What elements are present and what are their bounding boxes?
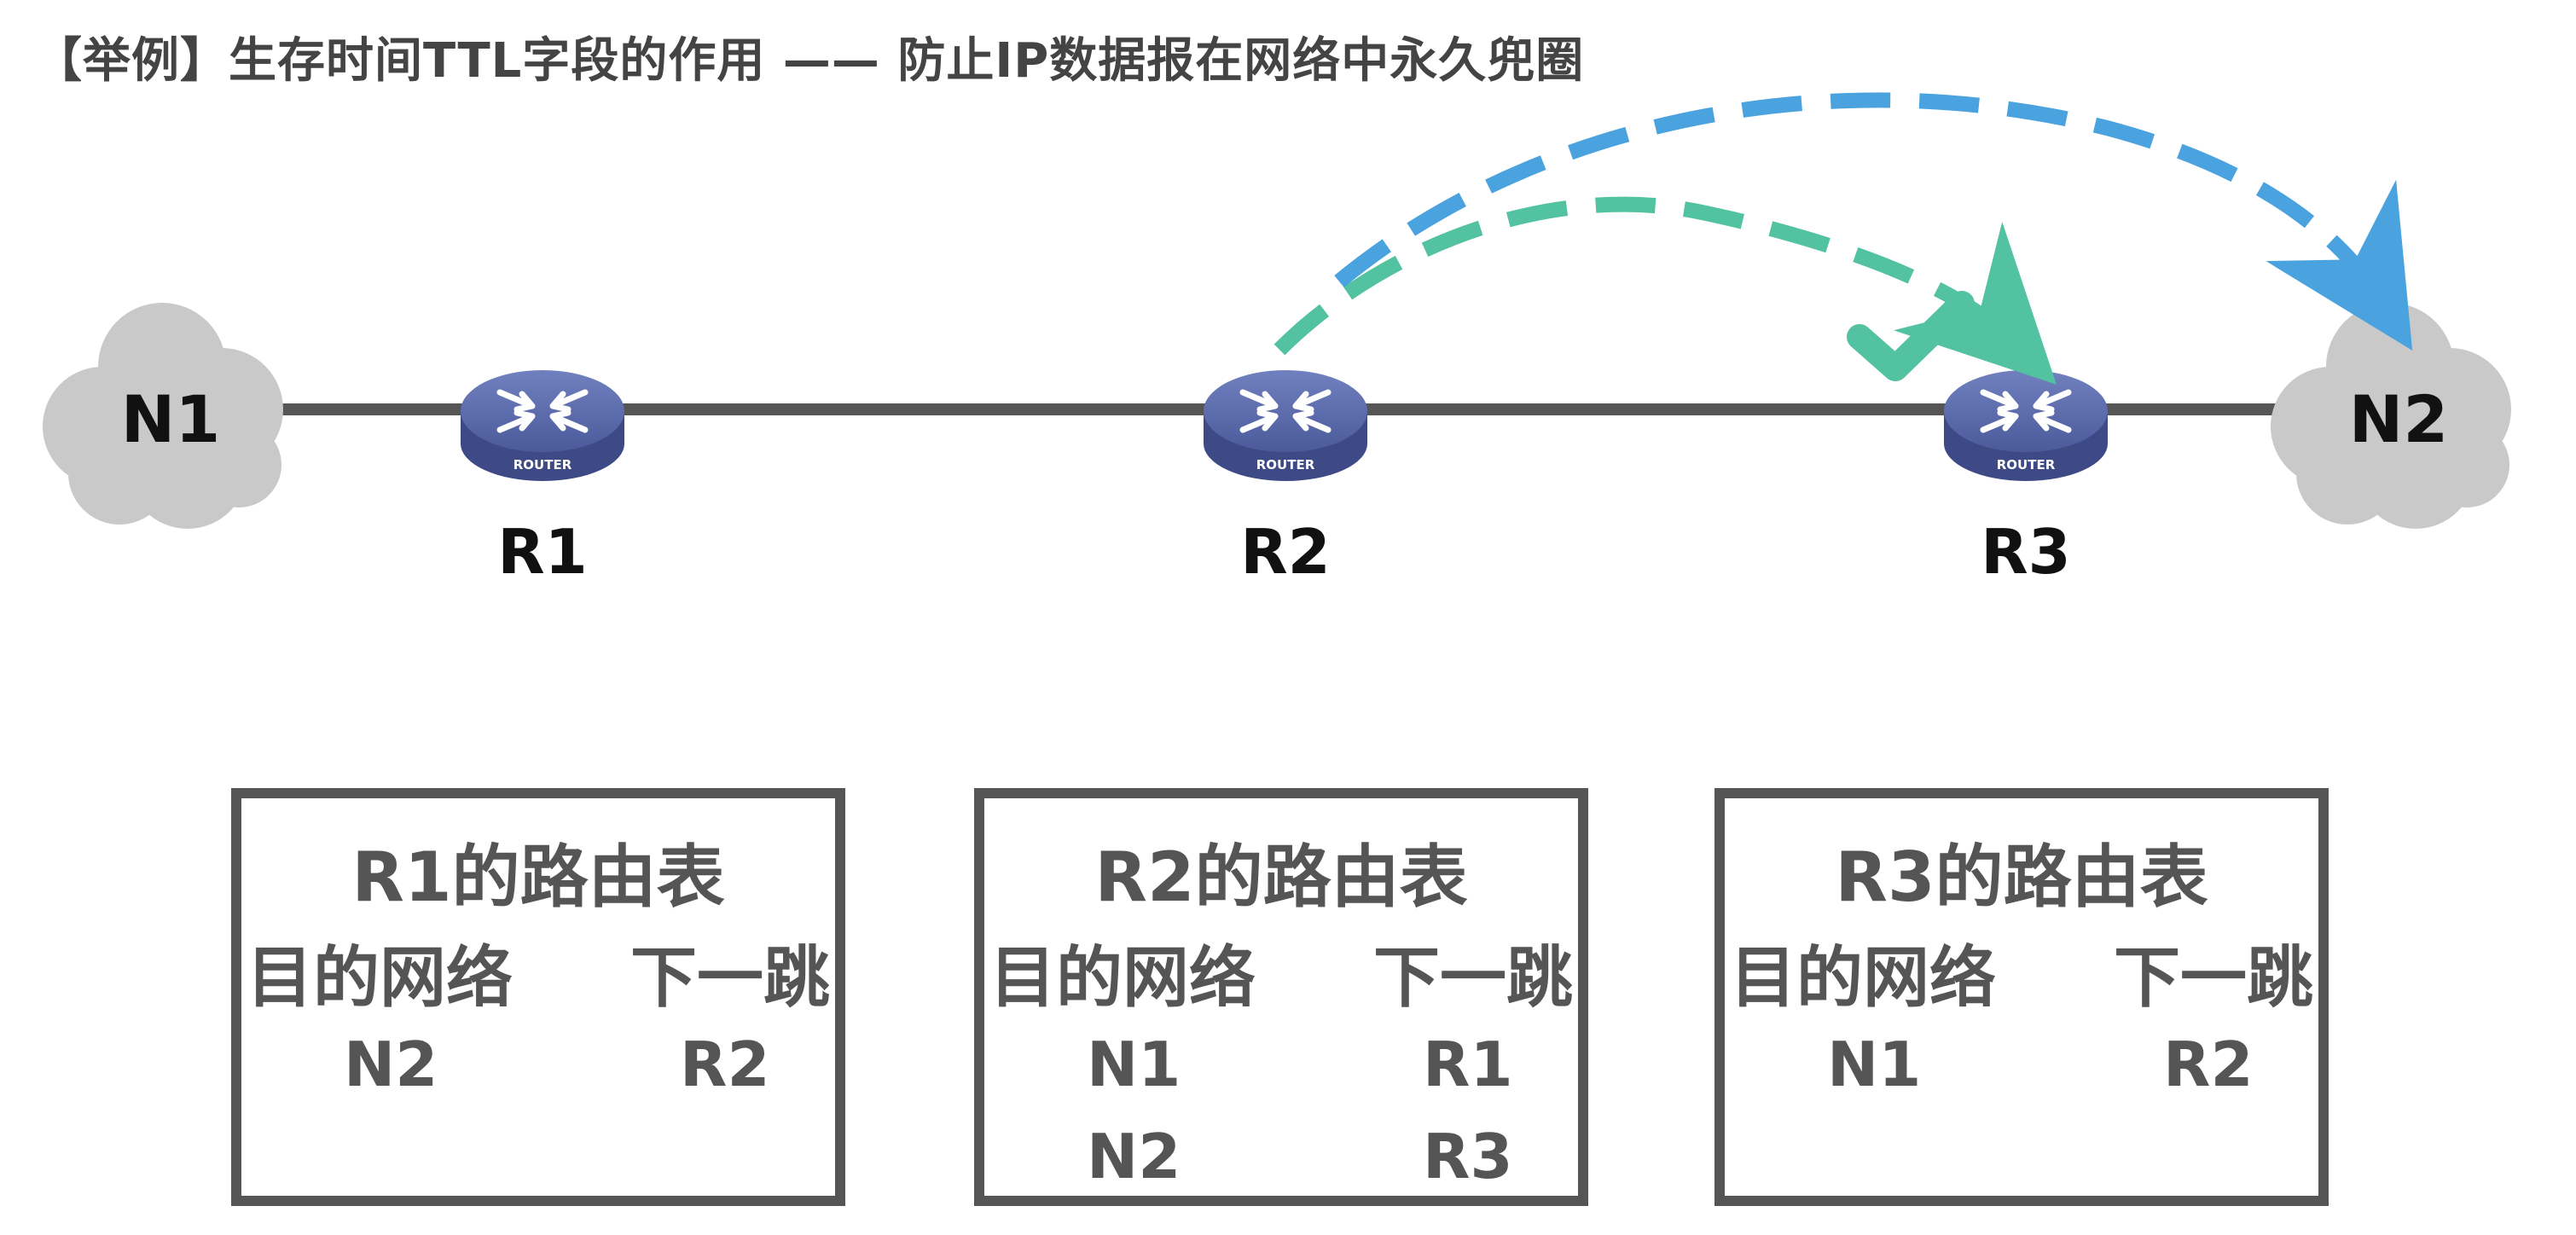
routing-table-r2: R2的路由表 目的网络 下一跳 N1 R1 N2 R3 [974, 788, 1588, 1206]
router-icon: ROUTER [461, 370, 624, 481]
network-diagram: N1 N2 ROUTER R1 [43, 92, 2511, 588]
table-title: R3的路由表 [1835, 838, 2208, 917]
column-header-next-hop: 下一跳 [1372, 940, 1573, 1017]
routing-table-r3: R3的路由表 目的网络 下一跳 N1 R2 [1714, 788, 2329, 1206]
table-cell-destination: N1 [1827, 1029, 1922, 1100]
router-icon: ROUTER [1204, 370, 1367, 481]
page-title: 【举例】生存时间TTL字段的作用 —— 防止IP数据报在网络中永久兜圈 [34, 33, 1585, 89]
checkmark-icon [1847, 291, 1975, 381]
column-header-destination: 目的网络 [989, 940, 1256, 1017]
cloud-icon [2271, 303, 2511, 529]
table-cell-next-hop: R2 [680, 1029, 770, 1100]
router-label-r1: R1 [497, 516, 588, 588]
routing-table-r1: R1的路由表 目的网络 下一跳 N2 R2 [231, 788, 845, 1206]
network-label-n2: N2 [2349, 381, 2449, 457]
column-header-next-hop: 下一跳 [629, 940, 830, 1017]
router-label-r3: R3 [1981, 516, 2071, 588]
table-cell-destination: N2 [1087, 1121, 1181, 1192]
router-label-r2: R2 [1240, 516, 1331, 588]
router-icon: ROUTER [1944, 370, 2108, 481]
table-cell-next-hop: R2 [2163, 1029, 2254, 1100]
svg-text:ROUTER: ROUTER [513, 457, 572, 473]
table-cell-destination: N2 [344, 1029, 438, 1100]
cloud-icon [43, 303, 283, 529]
table-title: R2的路由表 [1094, 838, 1468, 917]
dashed-arrow-r2-to-n2 [1334, 92, 2413, 351]
table-cell-destination: N1 [1087, 1029, 1181, 1100]
table-cell-next-hop: R1 [1423, 1029, 1513, 1100]
network-label-n1: N1 [121, 381, 221, 457]
column-header-next-hop: 下一跳 [2113, 940, 2313, 1017]
table-cell-next-hop: R3 [1423, 1121, 1513, 1192]
dashed-arrow-r2-to-r3 [1273, 196, 2057, 385]
column-header-destination: 目的网络 [1730, 940, 1997, 1017]
svg-text:ROUTER: ROUTER [1997, 457, 2056, 473]
table-title: R1的路由表 [351, 838, 725, 917]
column-header-destination: 目的网络 [247, 940, 513, 1017]
svg-text:ROUTER: ROUTER [1256, 457, 1315, 473]
